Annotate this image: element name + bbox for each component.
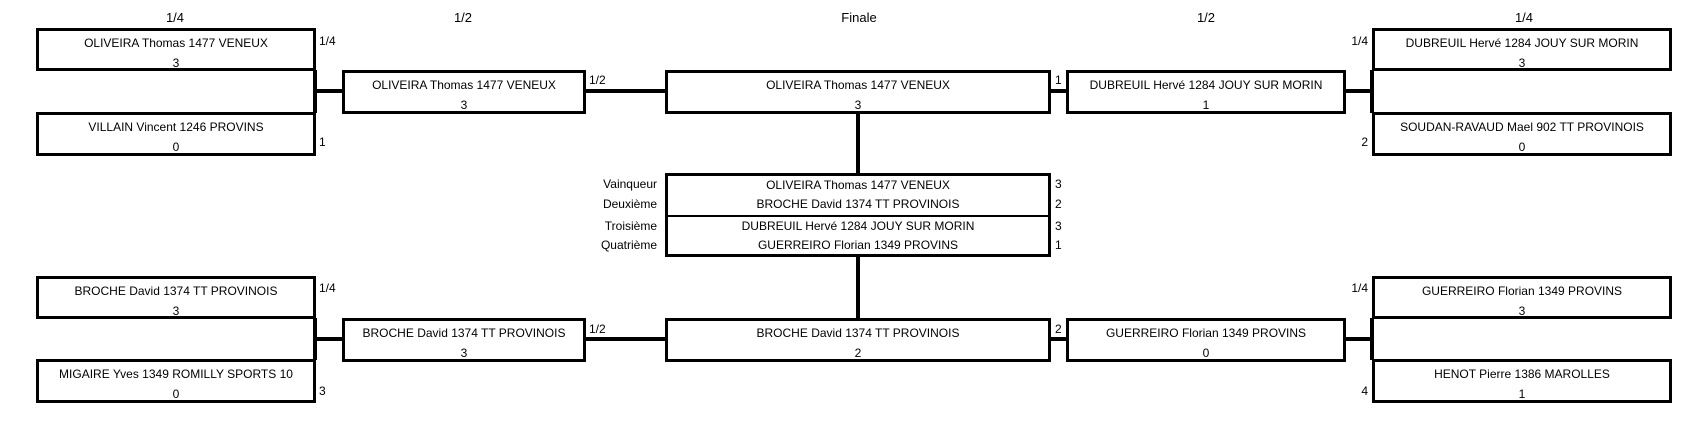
ranking-name-third: DUBREUIL Hervé 1284 JOUY SUR MORIN bbox=[741, 219, 975, 233]
connector-line bbox=[856, 254, 860, 320]
player-name: SOUDAN-RAVAUD Mael 902 TT PROVINOIS bbox=[1400, 120, 1644, 134]
match-box-semifinal-bottom-right: GUERREIRO Florian 1349 PROVINS 0 bbox=[1066, 318, 1346, 362]
match-number-tag: 2 bbox=[1055, 322, 1062, 336]
header-final: Finale bbox=[841, 10, 877, 25]
player-name: DUBREUIL Hervé 1284 JOUY SUR MORIN bbox=[1089, 78, 1323, 92]
match-score: 3 bbox=[1518, 56, 1526, 70]
player-name: BROCHE David 1374 TT PROVINOIS bbox=[756, 326, 960, 340]
ranking-label-fourth: Quatrième bbox=[600, 238, 657, 252]
match-score: 3 bbox=[460, 98, 468, 112]
match-score: 1 bbox=[1202, 98, 1210, 112]
connector-line bbox=[1050, 89, 1067, 93]
ranking-score-winner: 3 bbox=[1055, 177, 1062, 191]
match-score: 0 bbox=[1518, 140, 1526, 154]
player-name: DUBREUIL Hervé 1284 JOUY SUR MORIN bbox=[1405, 36, 1639, 50]
match-box-quarterfinal-bottom-right-1: GUERREIRO Florian 1349 PROVINS 3 bbox=[1372, 276, 1672, 319]
match-number-tag: 1 bbox=[319, 135, 326, 149]
connector-line bbox=[313, 318, 317, 360]
connector-line bbox=[1050, 337, 1067, 341]
player-name: GUERREIRO Florian 1349 PROVINS bbox=[1421, 284, 1623, 298]
connector-line bbox=[313, 70, 317, 113]
match-box-quarterfinal-top-left-2: VILLAIN Vincent 1246 PROVINS 0 bbox=[36, 112, 316, 156]
match-score: 3 bbox=[172, 304, 180, 318]
player-name: OLIVEIRA Thomas 1477 VENEUX bbox=[84, 36, 268, 50]
round-tag: 1/4 bbox=[319, 281, 336, 295]
match-box-quarterfinal-bottom-right-2: HENOT Pierre 1386 MAROLLES 1 bbox=[1372, 359, 1672, 403]
match-box-quarterfinal-top-left-1: OLIVEIRA Thomas 1477 VENEUX 3 bbox=[36, 28, 316, 71]
match-box-semifinal-top-right: DUBREUIL Hervé 1284 JOUY SUR MORIN 1 bbox=[1066, 70, 1346, 114]
round-tag: 1/4 bbox=[1351, 281, 1368, 295]
ranking-score-fourth: 1 bbox=[1055, 238, 1062, 252]
match-number-tag: 1 bbox=[1055, 73, 1062, 87]
match-score: 3 bbox=[460, 346, 468, 360]
player-name: MIGAIRE Yves 1349 ROMILLY SPORTS 10 bbox=[59, 367, 293, 381]
match-score: 3 bbox=[172, 56, 180, 70]
match-number-tag: 3 bbox=[319, 384, 326, 398]
player-name: VILLAIN Vincent 1246 PROVINS bbox=[88, 120, 264, 134]
final-ranking-table: OLIVEIRA Thomas 1477 VENEUX BROCHE David… bbox=[665, 173, 1051, 257]
connector-line bbox=[1370, 318, 1374, 360]
connector-line bbox=[313, 337, 343, 341]
ranking-label-winner: Vainqueur bbox=[603, 177, 657, 191]
match-number-tag: 4 bbox=[1361, 384, 1368, 398]
player-name: OLIVEIRA Thomas 1477 VENEUX bbox=[766, 78, 950, 92]
match-box-quarterfinal-bottom-left-2: MIGAIRE Yves 1349 ROMILLY SPORTS 10 0 bbox=[36, 359, 316, 403]
ranking-name-fourth: GUERREIRO Florian 1349 PROVINS bbox=[757, 238, 959, 252]
connector-line bbox=[584, 89, 666, 93]
round-tag: 1/4 bbox=[1351, 34, 1368, 48]
match-score: 0 bbox=[1202, 346, 1210, 360]
match-box-quarterfinal-top-right-2: SOUDAN-RAVAUD Mael 902 TT PROVINOIS 0 bbox=[1372, 112, 1672, 156]
round-tag: 1/2 bbox=[589, 73, 606, 87]
connector-line bbox=[1344, 89, 1374, 93]
match-box-semifinal-bottom-left: BROCHE David 1374 TT PROVINOIS 3 bbox=[342, 318, 586, 362]
ranking-score-second: 2 bbox=[1055, 197, 1062, 211]
header-semifinal-left: 1/2 bbox=[453, 10, 473, 25]
match-box-semifinal-top-left: OLIVEIRA Thomas 1477 VENEUX 3 bbox=[342, 70, 586, 114]
match-score: 2 bbox=[854, 346, 862, 360]
connector-line bbox=[1344, 337, 1374, 341]
match-score: 3 bbox=[854, 98, 862, 112]
header-quarterfinal-right: 1/4 bbox=[1514, 10, 1534, 25]
ranking-score-third: 3 bbox=[1055, 219, 1062, 233]
match-box-quarterfinal-top-right-1: DUBREUIL Hervé 1284 JOUY SUR MORIN 3 bbox=[1372, 28, 1672, 71]
player-name: HENOT Pierre 1386 MAROLLES bbox=[1434, 367, 1610, 381]
ranking-name-winner: OLIVEIRA Thomas 1477 VENEUX bbox=[766, 178, 950, 192]
connector-line bbox=[856, 112, 860, 174]
ranking-divider bbox=[668, 215, 1048, 217]
match-box-final-bottom: BROCHE David 1374 TT PROVINOIS 2 bbox=[665, 318, 1051, 362]
match-number-tag: 2 bbox=[1361, 135, 1368, 149]
ranking-label-third: Troisième bbox=[604, 219, 657, 233]
header-semifinal-right: 1/2 bbox=[1196, 10, 1216, 25]
player-name: BROCHE David 1374 TT PROVINOIS bbox=[74, 284, 278, 298]
header-quarterfinal-left: 1/4 bbox=[165, 10, 185, 25]
connector-line bbox=[313, 89, 343, 93]
round-tag: 1/4 bbox=[319, 34, 336, 48]
connector-line bbox=[1370, 70, 1374, 113]
round-tag: 1/2 bbox=[589, 322, 606, 336]
player-name: OLIVEIRA Thomas 1477 VENEUX bbox=[372, 78, 556, 92]
match-score: 1 bbox=[1518, 387, 1526, 401]
match-score: 3 bbox=[1518, 304, 1526, 318]
match-box-quarterfinal-bottom-left-1: BROCHE David 1374 TT PROVINOIS 3 bbox=[36, 276, 316, 319]
ranking-label-second: Deuxième bbox=[602, 197, 657, 211]
player-name: GUERREIRO Florian 1349 PROVINS bbox=[1105, 326, 1307, 340]
match-box-final-top: OLIVEIRA Thomas 1477 VENEUX 3 bbox=[665, 70, 1051, 114]
ranking-name-second: BROCHE David 1374 TT PROVINOIS bbox=[756, 197, 960, 211]
player-name: BROCHE David 1374 TT PROVINOIS bbox=[362, 326, 566, 340]
match-score: 0 bbox=[172, 140, 180, 154]
match-score: 0 bbox=[172, 387, 180, 401]
connector-line bbox=[584, 337, 666, 341]
